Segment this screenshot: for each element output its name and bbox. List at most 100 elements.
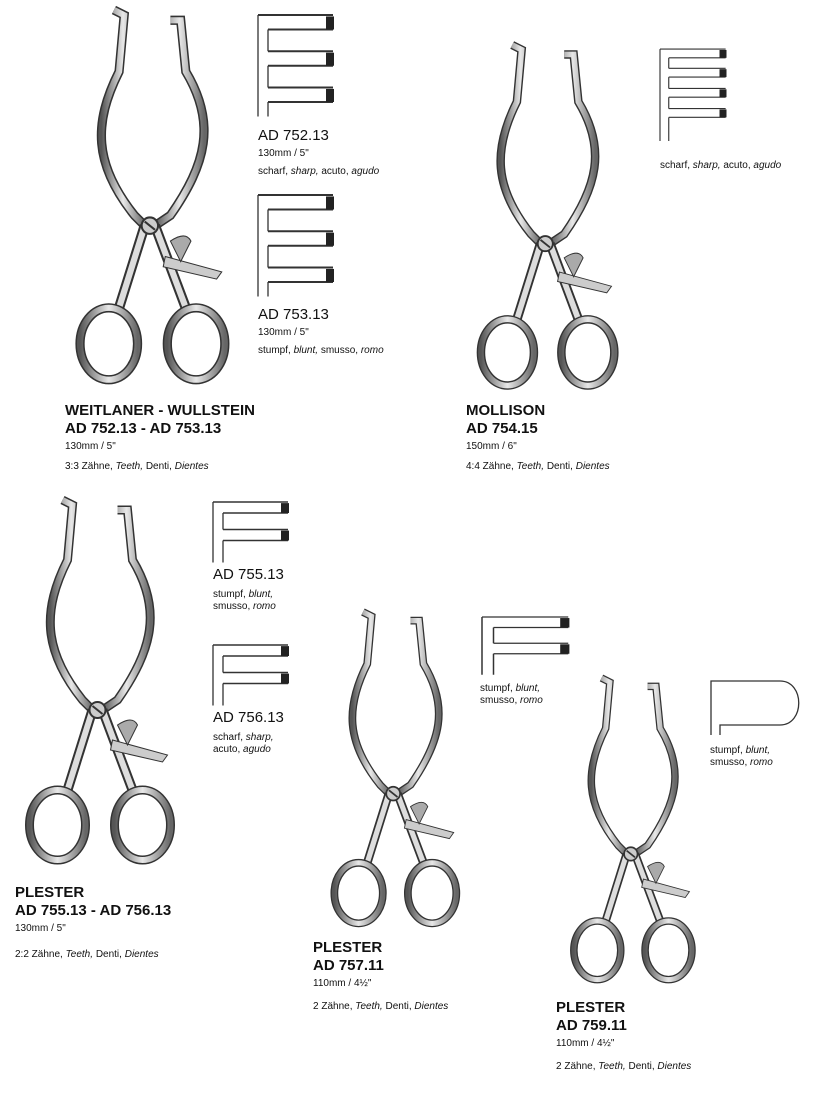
product-code: AD 754.15 — [466, 420, 538, 437]
desc-de: stumpf, — [213, 589, 246, 600]
teeth-es: Dientes — [124, 949, 159, 960]
desc-it: acuto, — [723, 160, 751, 171]
desc-en: sharp, — [245, 732, 274, 743]
tip-size: 130mm / 5" — [258, 327, 309, 338]
teeth-de: 2 Zähne, — [313, 1001, 353, 1012]
teeth-de: 4:4 Zähne, — [466, 461, 514, 472]
product-size: 130mm / 5" — [65, 441, 116, 452]
tip-description: scharf, sharp, acuto, agudo — [213, 732, 284, 756]
teeth-it: Denti, — [546, 461, 573, 472]
product-teeth: 2 Zähne, Teeth, Denti, Dientes — [313, 1000, 448, 1013]
desc-de: scharf, — [660, 160, 691, 171]
product-name: PLESTER — [15, 884, 85, 901]
tip-description-ad-754-15: scharf, sharp, acuto, agudo — [660, 160, 781, 172]
teeth-de: 2:2 Zähne, — [15, 949, 63, 960]
desc-de: stumpf, — [710, 745, 743, 756]
desc-en: sharp, — [290, 166, 319, 177]
desc-de: scharf, — [258, 166, 289, 177]
product-caption-weitlaner-wullstein: WEITLANER - WULLSTEIN AD 752.13 - AD 753… — [65, 402, 255, 473]
tip-drawing-ad-755-13 — [212, 501, 290, 564]
tip-drawing-ad-759-11 — [710, 680, 800, 735]
product-caption-plester-755: PLESTER AD 755.13 - AD 756.13 130mm / 5"… — [15, 884, 171, 961]
tip-description-ad-757-11: stumpf, blunt,smusso, romo — [480, 683, 543, 707]
tip-description: stumpf, blunt, smusso, romo — [258, 345, 384, 357]
desc-it: acuto, — [321, 166, 349, 177]
teeth-es: Dientes — [575, 461, 610, 472]
plester-757-retractor-image — [305, 612, 490, 932]
desc-es: romo — [253, 601, 276, 612]
teeth-es: Dientes — [657, 1061, 692, 1072]
product-caption-plester-759: PLESTER AD 759.11 110mm / 4½" 2 Zähne, T… — [556, 999, 691, 1073]
product-code: AD 755.13 - AD 756.13 — [15, 902, 172, 919]
product-code: AD 759.11 — [556, 1017, 627, 1034]
product-name: PLESTER — [556, 999, 626, 1016]
desc-en: sharp, — [692, 160, 721, 171]
tip-description: scharf, sharp, acuto, agudo — [258, 166, 379, 178]
tip-code: AD 753.13 — [258, 306, 329, 323]
desc-it: smusso, — [320, 345, 359, 356]
product-size: 110mm / 4½" — [313, 978, 372, 989]
product-teeth: 4:4 Zähne, Teeth, Denti, Dientes — [466, 460, 610, 473]
tip-description-ad-759-11: stumpf, blunt,smusso, romo — [710, 745, 773, 769]
teeth-it: Denti, — [95, 949, 122, 960]
tip-drawing-ad-757-11 — [481, 616, 571, 676]
tip-block-ad-753-13: AD 753.13 130mm / 5" stumpf, blunt, smus… — [258, 306, 384, 357]
teeth-en: Teeth, — [115, 461, 144, 472]
teeth-en: Teeth, — [516, 461, 545, 472]
teeth-es: Dientes — [414, 1001, 449, 1012]
desc-en: blunt, — [745, 745, 771, 756]
product-code: AD 757.11 — [313, 957, 384, 974]
product-code: AD 752.13 - AD 753.13 — [65, 420, 222, 437]
product-size: 130mm / 5" — [15, 923, 66, 934]
plester-755-retractor-image — [10, 500, 195, 870]
desc-de: scharf, — [213, 732, 244, 743]
desc-de: stumpf, — [258, 345, 291, 356]
tip-description: stumpf, blunt,smusso, romo — [213, 589, 284, 613]
teeth-en: Teeth, — [65, 949, 94, 960]
desc-it: smusso, — [213, 601, 251, 612]
plester-759-retractor-image — [545, 678, 725, 988]
desc-es: agudo — [351, 166, 380, 177]
tip-block-ad-755-13: AD 755.13 stumpf, blunt,smusso, romo — [213, 566, 284, 613]
tip-block-ad-752-13: AD 752.13 130mm / 5" scharf, sharp, acut… — [258, 127, 379, 178]
tip-size: 130mm / 5" — [258, 148, 309, 159]
product-size: 110mm / 4½" — [556, 1038, 615, 1049]
product-caption-mollison: MOLLISON AD 754.15 150mm / 6" 4:4 Zähne,… — [466, 402, 610, 473]
product-size: 150mm / 6" — [466, 441, 517, 452]
product-teeth: 3:3 Zähne, Teeth, Denti, Dientes — [65, 460, 255, 473]
tip-drawing-ad-756-13 — [212, 644, 290, 707]
desc-es: agudo — [243, 744, 271, 755]
product-name: WEITLANER - WULLSTEIN — [65, 402, 255, 419]
weitlaner-wullstein-retractor-image — [60, 10, 250, 390]
tip-drawing-ad-754-15 — [659, 48, 727, 141]
desc-de: stumpf, — [480, 683, 513, 694]
desc-en: blunt, — [248, 589, 274, 600]
desc-it: smusso, — [480, 695, 518, 706]
tip-code: AD 755.13 — [213, 566, 284, 583]
desc-es: romo — [750, 757, 773, 768]
tip-code: AD 756.13 — [213, 709, 284, 726]
tip-drawing-ad-753-13 — [257, 194, 335, 298]
product-teeth: 2:2 Zähne, Teeth, Denti, Dientes — [15, 948, 171, 961]
tip-block-ad-756-13: AD 756.13 scharf, sharp, acuto, agudo — [213, 709, 284, 756]
teeth-en: Teeth, — [355, 1001, 383, 1012]
teeth-es: Dientes — [174, 461, 209, 472]
desc-en: blunt, — [293, 345, 319, 356]
product-teeth: 2 Zähne, Teeth, Denti, Dientes — [556, 1060, 691, 1073]
desc-it: smusso, — [710, 757, 748, 768]
teeth-it: Denti, — [385, 1001, 412, 1012]
teeth-de: 2 Zähne, — [556, 1061, 596, 1072]
teeth-en: Teeth, — [598, 1061, 626, 1072]
teeth-it: Denti, — [628, 1061, 655, 1072]
teeth-de: 3:3 Zähne, — [65, 461, 113, 472]
tip-drawing-ad-752-13 — [257, 14, 335, 118]
desc-it: acuto, — [213, 744, 241, 755]
product-caption-plester-757: PLESTER AD 757.11 110mm / 4½" 2 Zähne, T… — [313, 939, 448, 1013]
desc-es: agudo — [753, 160, 782, 171]
product-name: PLESTER — [313, 939, 383, 956]
teeth-it: Denti, — [145, 461, 172, 472]
product-name: MOLLISON — [466, 402, 546, 419]
desc-es: romo — [360, 345, 384, 356]
desc-es: romo — [520, 695, 543, 706]
